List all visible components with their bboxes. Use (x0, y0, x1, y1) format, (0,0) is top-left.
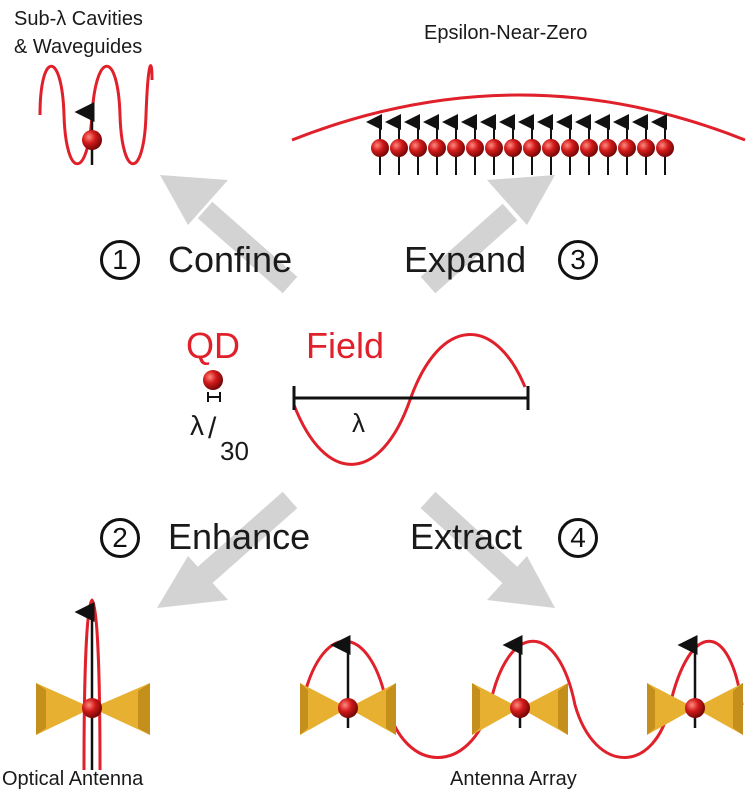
dipole-icon (556, 114, 579, 175)
lambda-fraction-slash: / (208, 412, 217, 445)
quantum-dot-icon (82, 698, 102, 718)
dipole-icon (442, 114, 465, 175)
step-label-extract: Extract (410, 516, 523, 557)
step-number-1: 1 (100, 240, 140, 280)
cavity-illustration (38, 64, 154, 165)
dipole-icon (575, 114, 598, 175)
field-label: Field (306, 325, 385, 366)
qd-illustration (203, 370, 223, 402)
step-number-4: 4 (558, 518, 598, 558)
wavelength-label: λ (352, 408, 365, 438)
dipole-icon (404, 114, 427, 175)
step-label-enhance: Enhance (168, 516, 311, 557)
optical-antenna-label: Optical Antenna (2, 768, 144, 790)
step-number-3: 3 (558, 240, 598, 280)
dipole-icon (613, 114, 636, 175)
qd-label: QD (186, 325, 240, 366)
antenna-unit (300, 635, 396, 735)
dipole-icon (632, 114, 655, 175)
dipole-icon (423, 114, 446, 175)
antenna-array-illustration (300, 635, 744, 759)
dipole-icon (594, 114, 617, 175)
optical-antenna-illustration (36, 598, 150, 771)
enz-dipole-row (366, 114, 674, 175)
step-label-confine: Confine (168, 239, 293, 280)
lambda-fraction-numerator: λ (190, 410, 204, 441)
antenna-array-label: Antenna Array (450, 768, 577, 790)
step-label-expand: Expand (404, 239, 527, 280)
dipole-icon (499, 114, 522, 175)
quantum-dot-icon (338, 698, 358, 718)
quantum-dot-icon (82, 130, 102, 150)
dipole-icon (366, 114, 389, 175)
quantum-dot-icon (510, 698, 530, 718)
dipole-icon (480, 114, 503, 175)
dipole-icon (461, 114, 484, 175)
step-number-2: 2 (100, 518, 140, 558)
antenna-unit (647, 635, 743, 735)
dipole-icon (518, 114, 541, 175)
enz-illustration (291, 93, 746, 175)
dipole-icon (385, 114, 408, 175)
arrow-expand (420, 175, 555, 294)
quantum-dot-icon (685, 698, 705, 718)
arrow-confine (160, 175, 298, 294)
antenna-unit (472, 635, 568, 735)
enz-label: Epsilon-Near-Zero (424, 22, 588, 44)
dipole-icon (537, 114, 560, 175)
lambda-fraction-denominator: 30 (220, 436, 249, 466)
quantum-dot-icon (203, 370, 223, 390)
arrow-enhance (157, 491, 298, 608)
field-wave (292, 333, 530, 466)
sub-lambda-label-line2: & Waveguides (14, 36, 143, 58)
dipole-icon (651, 114, 674, 175)
sub-lambda-label-line1: Sub-λ Cavities (14, 8, 143, 30)
arrow-extract (420, 491, 555, 608)
